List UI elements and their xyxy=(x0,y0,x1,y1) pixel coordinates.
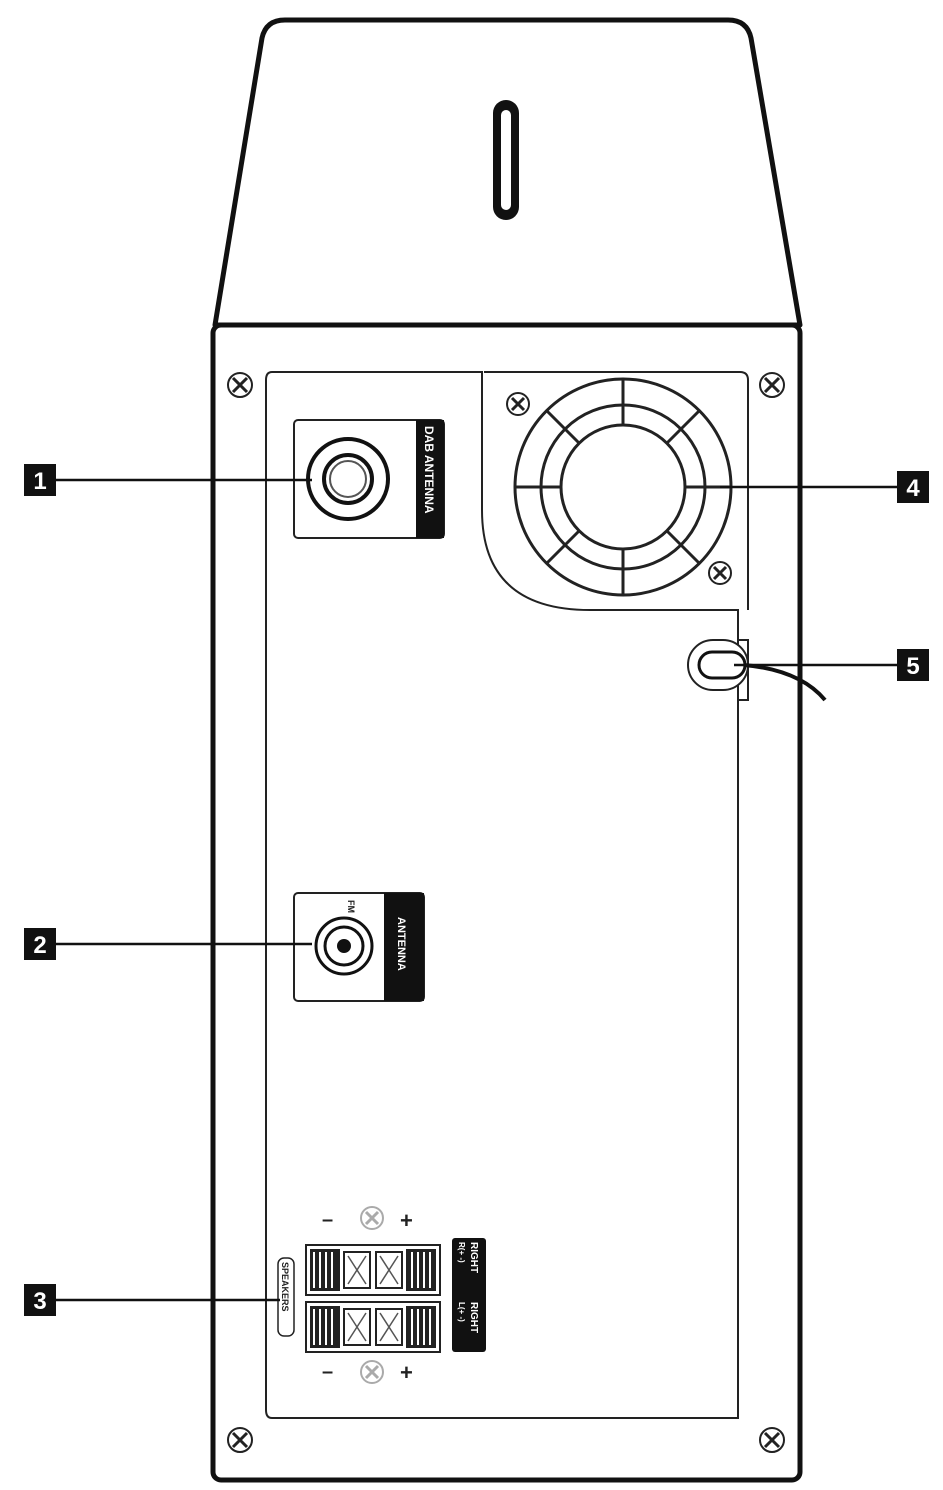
fm-antenna-port[interactable] xyxy=(293,892,425,1002)
callout-number-5: 5 xyxy=(906,653,919,680)
screw-icon xyxy=(506,392,530,416)
screw-icon xyxy=(360,1360,384,1384)
screw-icon xyxy=(227,1427,253,1453)
inner-panel xyxy=(265,371,739,1419)
speakers-label: SPEAKERS xyxy=(280,1262,290,1312)
left-speaker-polarity: L(+ -) xyxy=(457,1302,466,1322)
screw-icon xyxy=(708,561,732,585)
callout-number-1: 1 xyxy=(33,468,46,495)
callout-badge-2 xyxy=(24,928,56,960)
fm-antenna-label: ANTENNA xyxy=(395,917,407,971)
left-speaker-label: RIGHT xyxy=(468,1302,479,1333)
right-speaker-label: RIGHT xyxy=(468,1242,479,1273)
screw-icon xyxy=(759,372,785,398)
plus-sign-top: + xyxy=(400,1208,413,1233)
right-speaker-polarity: R(+ -) xyxy=(457,1242,466,1263)
callout-number-3: 3 xyxy=(33,1288,46,1315)
dab-antenna-port[interactable] xyxy=(293,419,445,539)
plus-sign-bottom: + xyxy=(400,1360,413,1385)
callout-number-2: 2 xyxy=(33,932,46,959)
screw-icon xyxy=(360,1206,384,1230)
screw-icon xyxy=(759,1427,785,1453)
callout-badge-5 xyxy=(897,649,929,681)
callout-badge-1 xyxy=(24,464,56,496)
callout-badge-3 xyxy=(24,1284,56,1316)
callout-badge-4 xyxy=(897,471,929,503)
callout-number-4: 4 xyxy=(906,475,920,502)
dab-antenna-label: DAB ANTENNA xyxy=(422,426,436,514)
speaker-terminals[interactable] xyxy=(277,1238,486,1353)
minus-sign-bottom: – xyxy=(322,1361,333,1383)
screw-icon xyxy=(227,372,253,398)
unit-body xyxy=(210,322,803,1483)
fm-label: FM xyxy=(346,900,356,913)
minus-sign-top: – xyxy=(322,1209,333,1231)
cooling-fan xyxy=(513,377,733,597)
